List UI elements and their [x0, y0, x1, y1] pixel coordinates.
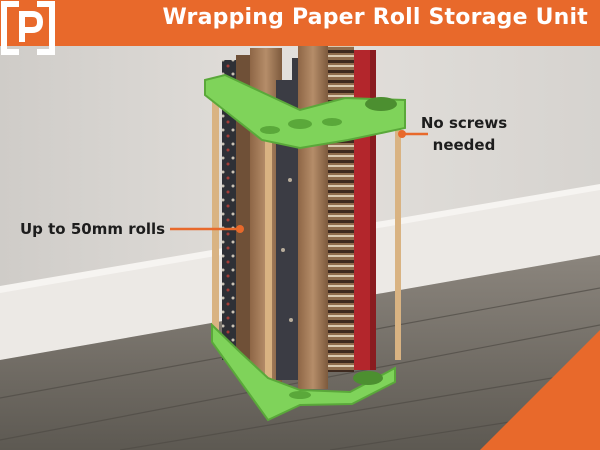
screws-callout-line2: needed	[432, 136, 496, 154]
corner-logo-triangle	[480, 330, 600, 450]
kraft-roll	[298, 44, 328, 389]
dowel-left	[212, 95, 219, 335]
striped-roll	[326, 42, 354, 372]
dowel-right	[395, 125, 401, 360]
rolls-callout-text: Up to 50mm rolls	[20, 220, 166, 238]
screws-callout-line1: No screws	[420, 114, 508, 132]
dowel-front	[265, 130, 272, 380]
rolls-callout: Up to 50mm rolls	[20, 218, 165, 240]
screws-callout: No screws needed	[418, 112, 510, 156]
title-banner: Wrapping Paper Roll Storage Unit	[0, 0, 600, 46]
bracket-p-logo-icon	[1, 1, 55, 55]
top-green-rack	[204, 73, 406, 150]
banner-title: Wrapping Paper Roll Storage Unit	[162, 5, 588, 30]
bottom-green-rack	[211, 322, 396, 422]
